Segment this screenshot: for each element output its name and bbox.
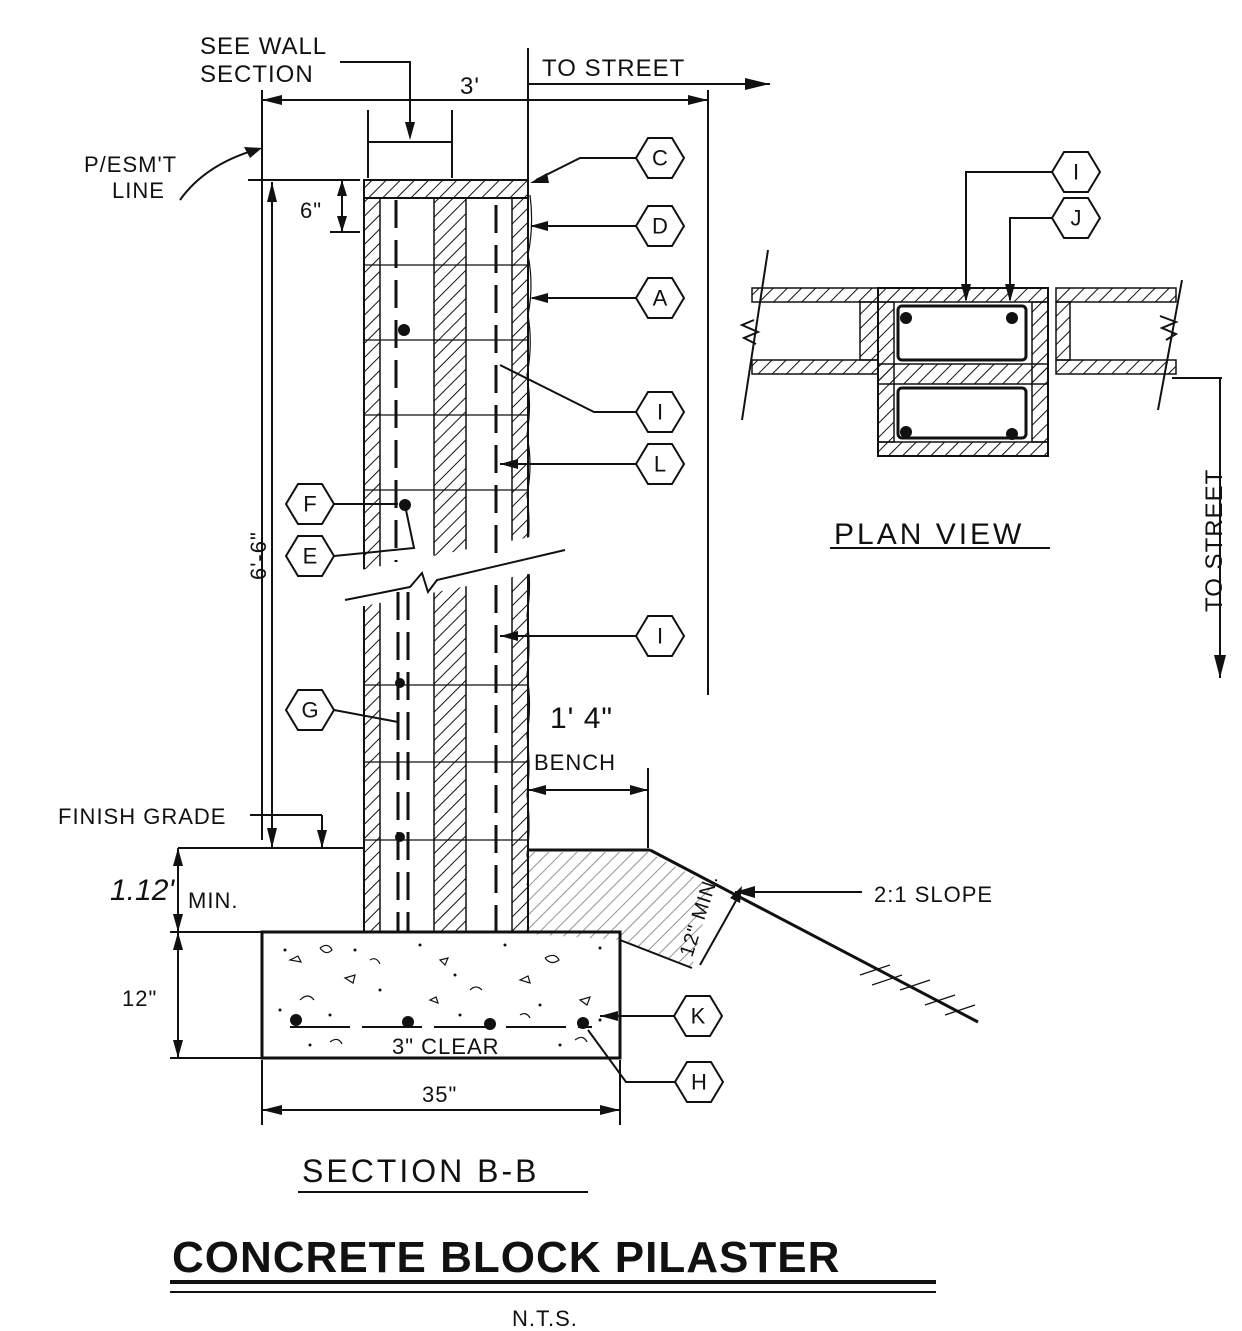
svg-text:I: I — [1073, 160, 1079, 185]
svg-text:E: E — [303, 544, 318, 569]
svg-text:A: A — [653, 286, 668, 311]
callouts: C D A I L F — [284, 137, 725, 1103]
svg-text:H: H — [691, 1070, 707, 1095]
callout-i-upper: I — [499, 364, 686, 433]
min-label: MIN. — [188, 888, 238, 913]
callout-i-lower: I — [500, 615, 686, 657]
see-wall-label: SEE WALL — [200, 33, 327, 60]
line-label: LINE — [112, 178, 165, 203]
callout-g: G — [284, 689, 399, 731]
callout-c: C — [530, 137, 686, 183]
callout-h: H — [673, 1061, 725, 1103]
callout-f: F — [284, 483, 398, 525]
plan-title: PLAN VIEW — [834, 518, 1024, 551]
svg-text:L: L — [654, 452, 666, 477]
callout-l: L — [500, 443, 686, 485]
callout-e: E — [284, 509, 416, 577]
bench-label: BENCH — [534, 750, 616, 775]
svg-text:G: G — [301, 698, 318, 723]
pl-esmt-label: P/ESM'T — [84, 152, 177, 177]
finish-grade-label: FINISH GRADE — [58, 804, 226, 829]
svg-text:K: K — [691, 1004, 706, 1029]
section-view — [170, 48, 979, 1125]
nts-label: N.T.S. — [512, 1306, 578, 1331]
clear-label: 3" CLEAR — [392, 1034, 500, 1059]
svg-text:F: F — [303, 492, 316, 517]
section-title: SECTION B-B — [302, 1153, 539, 1189]
dim-6ft6: 6'-6" — [246, 531, 271, 580]
slope-label: 2:1 SLOPE — [874, 882, 993, 907]
drawing-text: SEE WALL SECTION TO STREET 3' P/ESM'T LI… — [58, 33, 1228, 1331]
callout-k: K — [672, 995, 724, 1037]
dim-12in: 12" — [122, 986, 157, 1011]
plan-view: I J — [739, 151, 1226, 678]
callout-a: A — [530, 277, 686, 319]
svg-text:C: C — [652, 146, 668, 171]
callout-d: D — [530, 205, 686, 247]
dim-3ft: 3' — [460, 73, 480, 100]
svg-text:I: I — [657, 624, 663, 649]
main-title: CONCRETE BLOCK PILASTER — [172, 1233, 840, 1282]
to-street-top-label: TO STREET — [542, 55, 685, 82]
section-label: SECTION — [200, 61, 314, 88]
svg-text:J: J — [1071, 206, 1082, 231]
bench-dim: 1' 4" — [550, 702, 613, 735]
callout-plan-i: I — [1050, 151, 1102, 193]
to-street-side-label: TO STREET — [1201, 469, 1228, 612]
svg-text:D: D — [652, 214, 668, 239]
callout-plan-j: J — [1050, 197, 1102, 239]
svg-text:I: I — [657, 400, 663, 425]
dim-6in: 6" — [300, 198, 322, 223]
dim-112: 1.12' — [110, 874, 175, 907]
dim-35in: 35" — [422, 1082, 457, 1107]
